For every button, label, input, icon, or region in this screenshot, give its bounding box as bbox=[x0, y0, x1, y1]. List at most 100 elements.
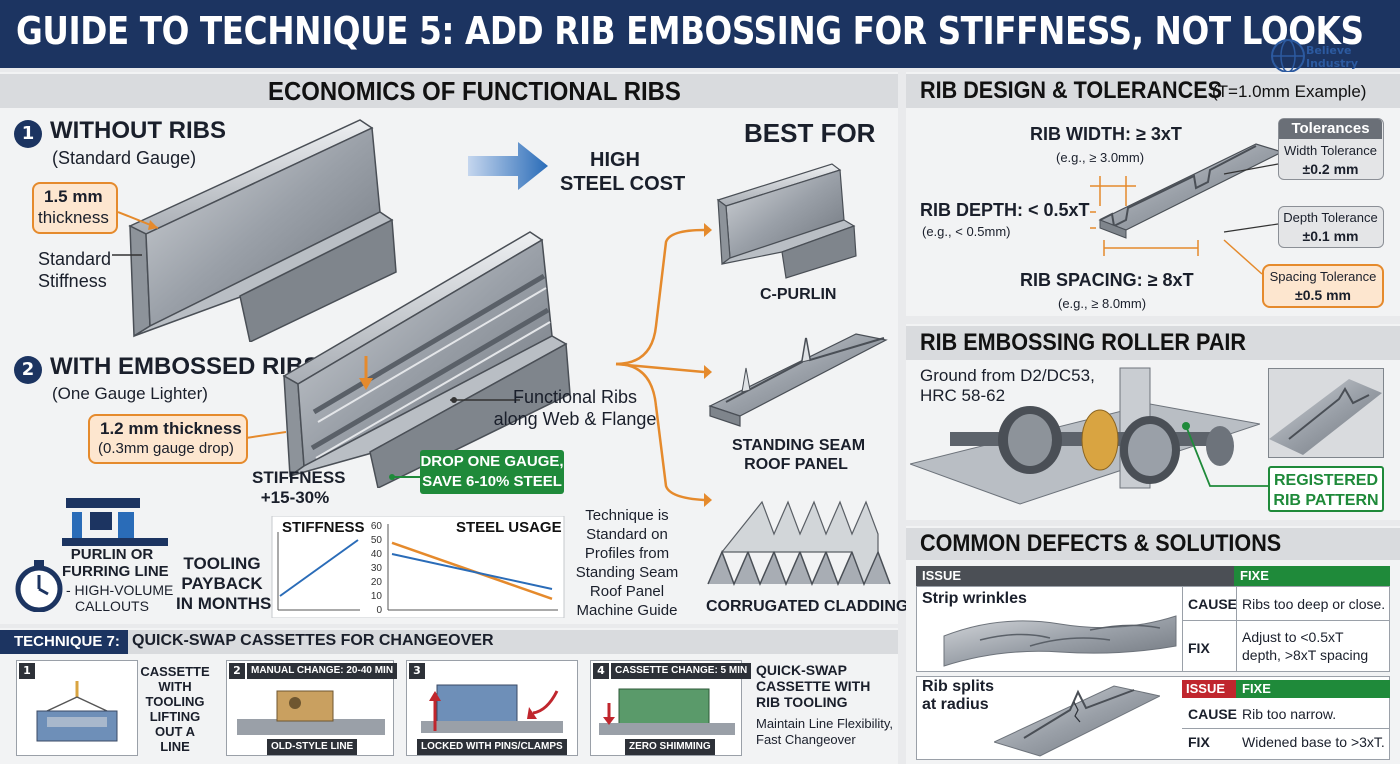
steel-usage-secondary-line bbox=[391, 553, 553, 590]
technique7-heading: QUICK-SWAP CASSETTES FOR CHANGEOVER bbox=[132, 632, 494, 649]
step-3-number: 3 bbox=[409, 663, 425, 679]
wrinkles-col-divider bbox=[1236, 586, 1237, 672]
wrinkles-fix-label: FIX bbox=[1188, 640, 1210, 656]
rib-spacing-spec: RIB SPACING: ≥ 8xT bbox=[1020, 270, 1194, 290]
quick-cassette-icon bbox=[599, 688, 735, 735]
row2-fix-header: FIXE bbox=[1236, 680, 1390, 698]
step-2-number: 2 bbox=[229, 663, 245, 679]
rib-depth-spec: RIB DEPTH: < 0.5xT bbox=[920, 200, 1090, 220]
step-4-caption: ZERO SHIMMING bbox=[625, 739, 715, 755]
stiffness-gain-line1: STIFFNESS bbox=[252, 468, 346, 487]
functional-ribs-pointer bbox=[450, 397, 520, 403]
technique7-band: TECHNIQUE 7: QUICK-SWAP CASSETTES FOR CH… bbox=[0, 630, 898, 654]
high-volume-callouts: - HIGH-VOLUME CALLOUTS bbox=[66, 582, 173, 614]
roller-material-line1: Ground from D2/DC53, bbox=[920, 366, 1095, 385]
thickness-15-label: thickness bbox=[38, 208, 109, 227]
step-2-card: 2 MANUAL CHANGE: 20-40 MIN OLD-STYLE LIN… bbox=[226, 660, 398, 756]
y-tick-label: 60 bbox=[371, 521, 383, 532]
standing-seam-line1: STANDING SEAM bbox=[732, 437, 866, 454]
thickness-12-value: 1.2 mm thickness bbox=[100, 419, 242, 438]
thickness-15-value: 1.5 mm bbox=[44, 187, 103, 206]
c-purlin-illustration bbox=[716, 163, 857, 279]
design-heading: RIB DESIGN & TOLERANCES bbox=[920, 77, 1223, 104]
with-ribs-title: WITH EMBOSSED RIBS bbox=[50, 353, 320, 380]
stiffness-pointer bbox=[112, 254, 142, 256]
stiffness-series-line bbox=[279, 539, 359, 597]
y-tick-label: 0 bbox=[376, 605, 382, 616]
thickness-12-note: (0.3mm gauge drop) bbox=[98, 440, 234, 457]
standing-seam-label: STANDING SEAM ROOF PANEL bbox=[732, 436, 866, 474]
summary-note2: Fast Changeover bbox=[756, 732, 856, 747]
technique-note: Technique is Standard on Profiles from S… bbox=[572, 506, 682, 620]
corrugated-cladding-illustration bbox=[707, 500, 891, 586]
technique7-label: TECHNIQUE 7: bbox=[0, 630, 128, 654]
splits-issue-line1: Rib splits bbox=[922, 678, 995, 695]
step-3-card: 3 LOCKED WITH PINS/CLAMPS bbox=[406, 660, 578, 756]
stiffness-gain-label: STIFFNESS +15-30% bbox=[252, 468, 346, 508]
best-for-connector-arrows bbox=[615, 223, 712, 507]
registered-rib-badge: REGISTERED RIB PATTERN bbox=[1268, 466, 1384, 512]
step-2-caption: OLD-STYLE LINE bbox=[267, 739, 358, 755]
split-rib-illustration bbox=[994, 685, 1160, 757]
best-for-heading: BEST FOR bbox=[744, 118, 876, 148]
purlin-line2: FURRING LINE bbox=[62, 563, 169, 580]
registered-rib-line2: RIB PATTERN bbox=[1273, 492, 1379, 509]
step-1-line-1: CASSETTE bbox=[140, 664, 210, 679]
roller-heading: RIB EMBOSSING ROLLER PAIR bbox=[920, 329, 1247, 356]
y-tick-label: 30 bbox=[371, 563, 383, 574]
c-purlin-label: C-PURLIN bbox=[760, 286, 837, 303]
stiffness-gain-line2: +15-30% bbox=[260, 488, 330, 507]
wrinkles-fix: Adjust to <0.5xT depth, >8xT spacing bbox=[1242, 628, 1368, 664]
note-line-6: Machine Guide bbox=[576, 602, 678, 619]
save-steel-line1: DROP ONE GAUGE, bbox=[420, 453, 564, 470]
economics-band: ECONOMICS OF FUNCTIONAL RIBS bbox=[0, 74, 898, 108]
without-ribs-title: WITHOUT RIBS bbox=[50, 117, 226, 144]
step-1-number: 1 bbox=[19, 663, 35, 679]
functional-ribs-line1: Functional Ribs bbox=[512, 387, 638, 407]
summary-line3: RIB TOOLING bbox=[756, 694, 848, 710]
depth-tolerance-card: Depth Tolerance ±0.1 mm bbox=[1278, 206, 1384, 248]
wrinkles-fix-line2: depth, >8xT spacing bbox=[1242, 647, 1369, 663]
depth-tolerance-value: ±0.1 mm bbox=[1302, 228, 1359, 244]
step-2-tag: MANUAL CHANGE: 20-40 MIN bbox=[247, 663, 398, 679]
rib-width-example: (e.g., ≥ 3.0mm) bbox=[1056, 150, 1145, 165]
defects-heading: COMMON DEFECTS & SOLUTIONS bbox=[920, 530, 1282, 557]
cassette-lift-icon bbox=[36, 681, 118, 742]
step-1-line-6: LINE bbox=[160, 739, 190, 754]
functional-ribs-line2: along Web & Flange bbox=[493, 409, 657, 429]
wrinkles-divider bbox=[1182, 620, 1390, 621]
rib-spacing-example: (e.g., ≥ 8.0mm) bbox=[1058, 296, 1147, 311]
spacing-tolerance-value: ±0.5 mm bbox=[1295, 287, 1351, 303]
locked-cassette-icon bbox=[421, 684, 563, 733]
roller-band: RIB EMBOSSING ROLLER PAIR bbox=[906, 326, 1400, 360]
wrinkles-label-col bbox=[1182, 586, 1236, 672]
stopwatch-icon bbox=[15, 560, 63, 612]
tooling-payback-label: TOOLING PAYBACK IN MONTHS bbox=[176, 554, 271, 614]
roller-pair-illustration bbox=[910, 367, 1260, 505]
payback-line2: PAYBACK bbox=[181, 574, 263, 593]
rib-width-spec: RIB WIDTH: ≥ 3xT bbox=[1030, 124, 1182, 144]
thickness-15-callout: 1.5 mm thickness bbox=[32, 182, 118, 234]
payback-line1: TOOLING bbox=[183, 554, 261, 573]
thickness-12-pointer bbox=[246, 431, 286, 439]
spacing-tolerance-card: Spacing Tolerance ±0.5 mm bbox=[1262, 264, 1384, 308]
step-1-line-4: LIFTING bbox=[149, 709, 201, 724]
step-4-tag: CASSETTE CHANGE: 5 MIN bbox=[611, 663, 752, 679]
note-line-2: Standard on bbox=[586, 526, 668, 543]
with-ribs-subtitle: (One Gauge Lighter) bbox=[52, 384, 208, 403]
stiffness-chart-title: STIFFNESS bbox=[282, 519, 365, 536]
thickness-12-callout: 1.2 mm thickness (0.3mm gauge drop) bbox=[88, 414, 248, 464]
callouts-line: CALLOUTS bbox=[75, 598, 149, 614]
rib-closeup-icon bbox=[1269, 379, 1382, 455]
note-line-1: Technique is bbox=[585, 507, 669, 524]
quick-swap-note: Maintain Line Flexibility, Fast Changeov… bbox=[756, 716, 893, 748]
rollforming-line-icon bbox=[62, 498, 168, 546]
purlin-line-label: PURLIN OR FURRING LINE bbox=[62, 546, 169, 580]
standing-seam-line2: ROOF PANEL bbox=[744, 456, 848, 473]
high-steel-cost-label: HIGH STEEL COST bbox=[560, 148, 686, 196]
manual-change-icon bbox=[237, 690, 385, 735]
functional-ribs-label: Functional Ribs along Web & Flange bbox=[490, 386, 660, 430]
note-line-4: Standing Seam bbox=[575, 564, 679, 581]
steel-usage-chart-title: STEEL USAGE bbox=[456, 519, 562, 536]
high-cost-line2: STEEL COST bbox=[560, 173, 686, 195]
